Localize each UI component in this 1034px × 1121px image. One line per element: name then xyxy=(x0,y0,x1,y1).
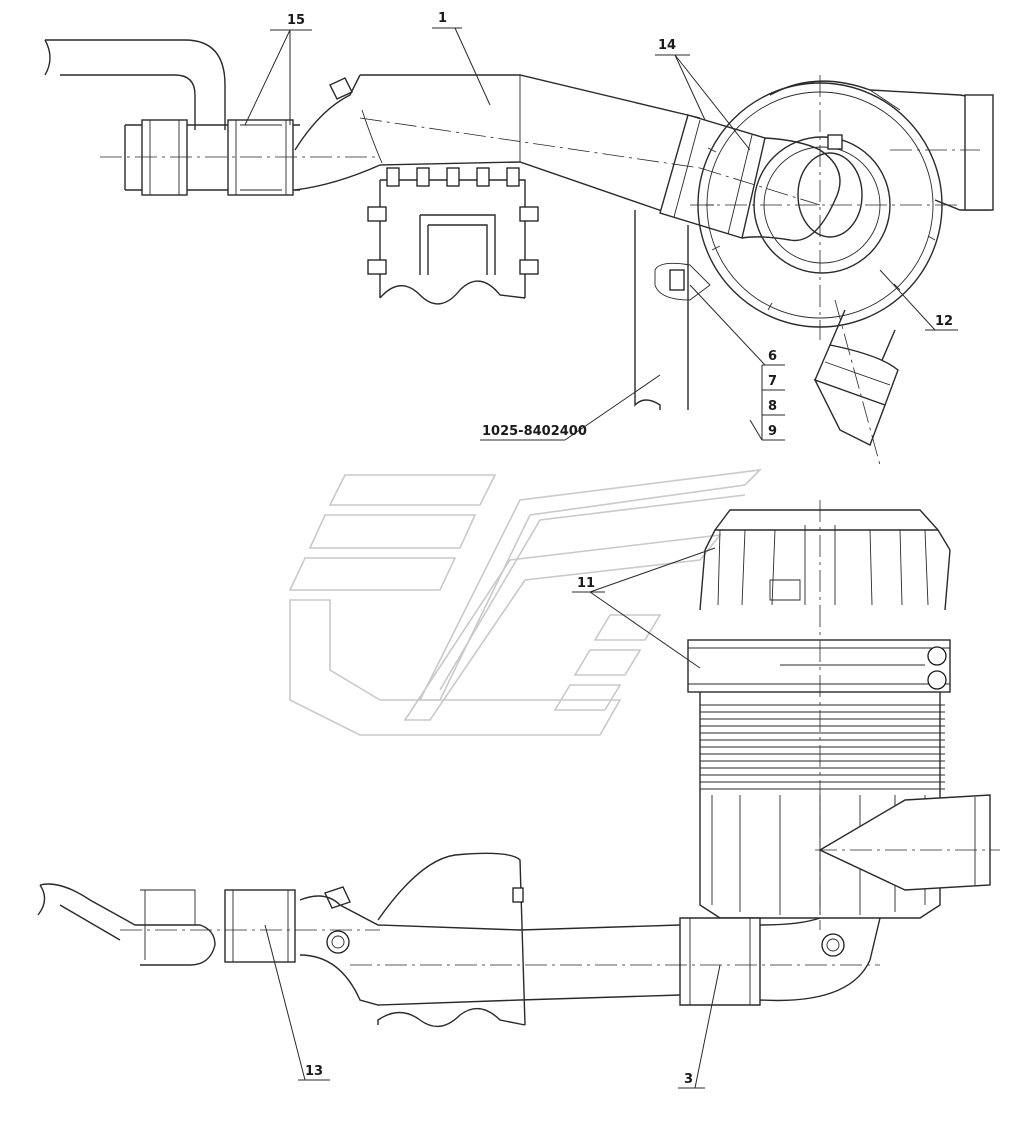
label-15: 15 xyxy=(287,13,305,28)
label-13: 13 xyxy=(305,1064,323,1079)
label-7: 7 xyxy=(768,374,777,389)
part-labels: 15 1 14 12 6 7 8 9 1025-8402400 11 13 3 xyxy=(287,11,953,1087)
part-number-label: 1025-8402400 xyxy=(482,424,587,439)
filter-fins xyxy=(700,704,945,790)
bracket-bolts xyxy=(367,167,539,275)
label-3: 3 xyxy=(684,1072,693,1087)
top-view xyxy=(44,39,994,466)
label-9: 9 xyxy=(768,424,777,439)
label-8: 8 xyxy=(768,399,777,414)
label-12: 12 xyxy=(935,314,953,329)
label-11: 11 xyxy=(577,576,595,591)
label-1: 1 xyxy=(438,11,447,26)
leader-lines xyxy=(244,27,958,1089)
label-14: 14 xyxy=(658,38,676,53)
label-6: 6 xyxy=(768,349,777,364)
watermark-logo xyxy=(288,468,763,736)
bottom-view xyxy=(37,500,1000,1028)
